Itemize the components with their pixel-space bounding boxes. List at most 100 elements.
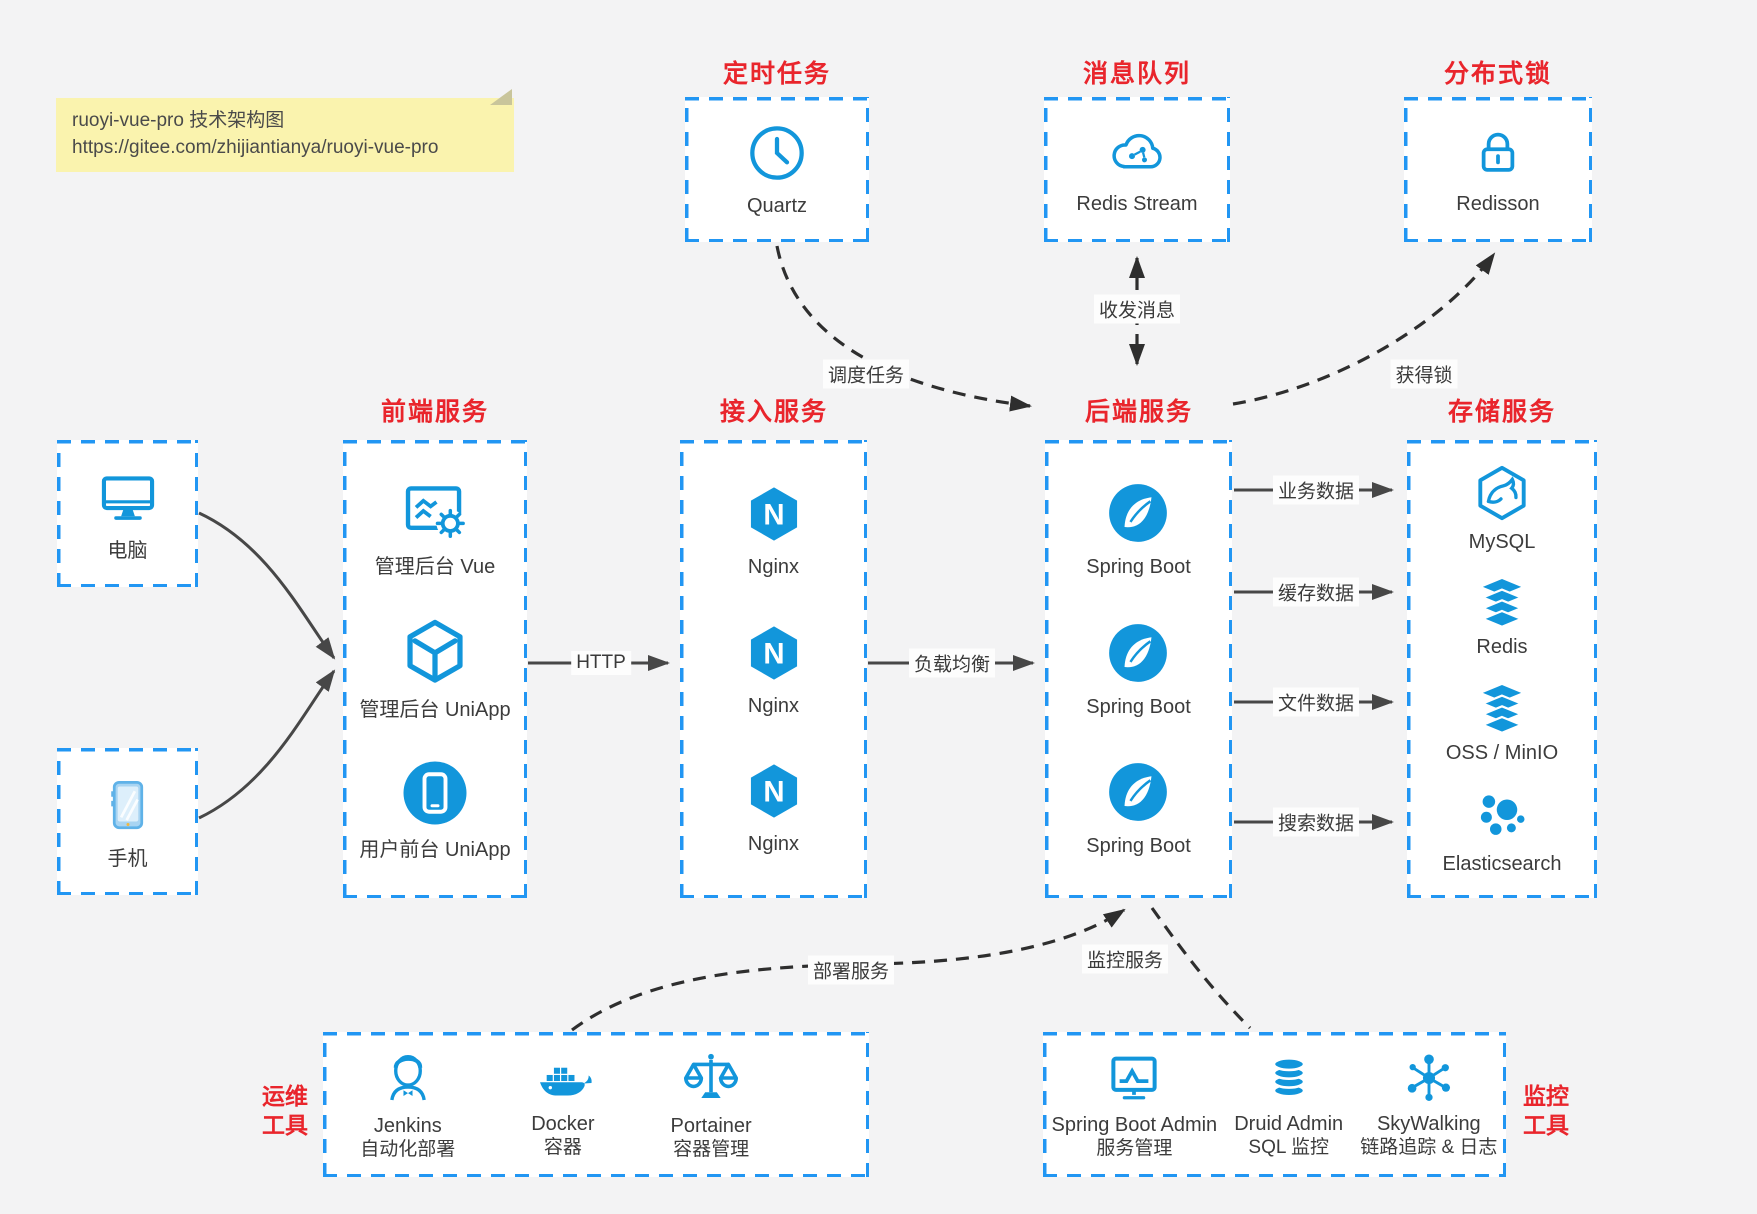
note-url: https://gitee.com/zhijiantianya/ruoyi-vu… [72,137,439,158]
node-label: Docker [531,1113,595,1135]
node-desc: 链路追踪 & 日志 [1360,1137,1498,1158]
label-load-balance: 负载均衡 [908,648,996,678]
box-frontend-services: 管理后台 Vue 管理后台 UniApp 用户前台 UniApp [343,440,527,898]
spring-boot-icon [1105,480,1171,546]
node-label: 手机 [107,848,148,870]
label-cache-data: 缓存数据 [1272,577,1360,607]
sticky-note: ruoyi-vue-pro 技术架构图 https://gitee.com/zh… [56,89,514,172]
box-gateway-services: Nginx Nginx Nginx [680,440,867,898]
node-user-uniapp: 用户前台 UniApp [359,757,511,862]
druid-icon [1260,1049,1318,1107]
node-label: Jenkins [373,1115,442,1137]
box-distributed-lock: Redisson [1404,97,1592,242]
title-distributed-lock: 分布式锁 [1443,60,1553,88]
node-nginx-2: Nginx [742,621,806,718]
title-scheduled-tasks: 定时任务 [722,60,832,88]
node-label: SkyWalking [1376,1113,1481,1135]
spring-boot-icon [1105,620,1171,686]
node-redisson: Redisson [1456,123,1540,216]
node-jenkins: Jenkins 自动化部署 [360,1047,455,1162]
node-oss-minio: OSS / MinIO [1446,681,1558,765]
nginx-icon [742,759,806,823]
label-file-data: 文件数据 [1272,687,1360,717]
node-phone: 手机 [95,772,161,871]
node-label: Druid Admin [1234,1113,1344,1135]
portainer-icon [680,1047,742,1109]
title-gateway: 接入服务 [719,398,829,426]
node-mysql: MySQL [1468,462,1536,554]
title-ops-tools: 运维 工具 [262,1083,308,1138]
node-label: Redisson [1456,193,1540,215]
label-monitor: 监控服务 [1081,944,1169,974]
smartphone-icon [95,772,161,838]
label-message: 收发消息 [1093,294,1181,324]
node-nginx-1: Nginx [742,482,806,579]
uniapp-cube-icon [398,615,472,689]
node-spring-boot-3: Spring Boot [1086,759,1191,858]
node-redis-stream: Redis Stream [1076,123,1198,216]
node-label: Nginx [747,833,800,856]
mysql-icon [1471,462,1533,524]
lock-icon [1468,123,1528,183]
node-desc: 容器 [543,1137,582,1158]
nginx-icon [742,482,806,546]
box-client-desktop: 电脑 [57,440,198,587]
node-desktop: 电脑 [91,464,165,563]
label-search-data: 搜索数据 [1272,807,1360,837]
cloud-message-icon [1103,123,1171,183]
docker-icon [530,1049,596,1107]
node-label: OSS / MinIO [1445,741,1559,764]
spring-boot-admin-icon [1102,1048,1166,1108]
node-admin-vue: 管理后台 Vue [375,476,495,579]
node-quartz: Quartz [745,121,809,218]
box-scheduled-tasks: Quartz [685,97,869,242]
node-admin-uniapp: 管理后台 UniApp [359,615,511,722]
node-spring-boot-admin: Spring Boot Admin 服务管理 [1052,1048,1217,1161]
jenkins-icon [377,1047,439,1109]
elasticsearch-icon [1472,786,1532,846]
arrow-phone-to-frontend [198,669,336,820]
node-label: Spring Boot [1086,695,1191,718]
node-label: 管理后台 Vue [374,555,496,578]
node-spring-boot-2: Spring Boot [1086,620,1191,719]
node-label: MySQL [1468,530,1536,553]
title-monitoring-tools: 监控 工具 [1523,1083,1569,1138]
node-redis: Redis [1473,575,1531,659]
box-ops-tools: Jenkins 自动化部署 Docker 容器 Portainer 容器管理 [323,1032,869,1177]
label-business-data: 业务数据 [1272,475,1360,505]
box-message-queue: Redis Stream [1044,97,1230,242]
node-label: 电脑 [107,540,148,562]
oss-icon [1473,681,1531,735]
admin-vue-icon [397,476,473,546]
node-desc: SQL 监控 [1248,1137,1329,1158]
node-label: Elasticsearch [1442,853,1562,876]
node-desc: 容器管理 [673,1139,750,1160]
node-label: Redis [1476,636,1528,659]
note-title: ruoyi-vue-pro 技术架构图 [72,110,285,131]
label-schedule-task: 调度任务 [822,359,910,389]
title-backend: 后端服务 [1084,398,1194,426]
box-backend-services: Spring Boot Spring Boot Spring Boot [1045,440,1232,898]
node-elasticsearch: Elasticsearch [1442,786,1562,876]
desktop-icon [91,464,165,530]
node-label: Nginx [747,694,800,717]
nginx-icon [742,621,806,685]
node-docker: Docker 容器 [530,1049,596,1160]
user-uniapp-icon [399,757,471,829]
label-deploy: 部署服务 [807,955,895,985]
node-desc: 服务管理 [1096,1138,1173,1159]
redis-icon [1473,575,1531,629]
spring-boot-icon [1105,759,1171,825]
box-monitoring-tools: Spring Boot Admin 服务管理 Druid Admin SQL 监… [1043,1032,1506,1177]
title-message-queue: 消息队列 [1082,60,1192,88]
node-portainer: Portainer 容器管理 [671,1047,752,1162]
title-storage: 存储服务 [1447,398,1557,426]
node-label: Redis Stream [1076,193,1198,215]
node-desc: 自动化部署 [360,1139,456,1160]
node-label: 管理后台 UniApp [359,698,511,721]
skywalking-icon [1400,1049,1458,1107]
note-fold-icon [490,89,512,105]
label-acquire-lock: 获得锁 [1390,359,1458,389]
node-label: Nginx [747,555,800,578]
